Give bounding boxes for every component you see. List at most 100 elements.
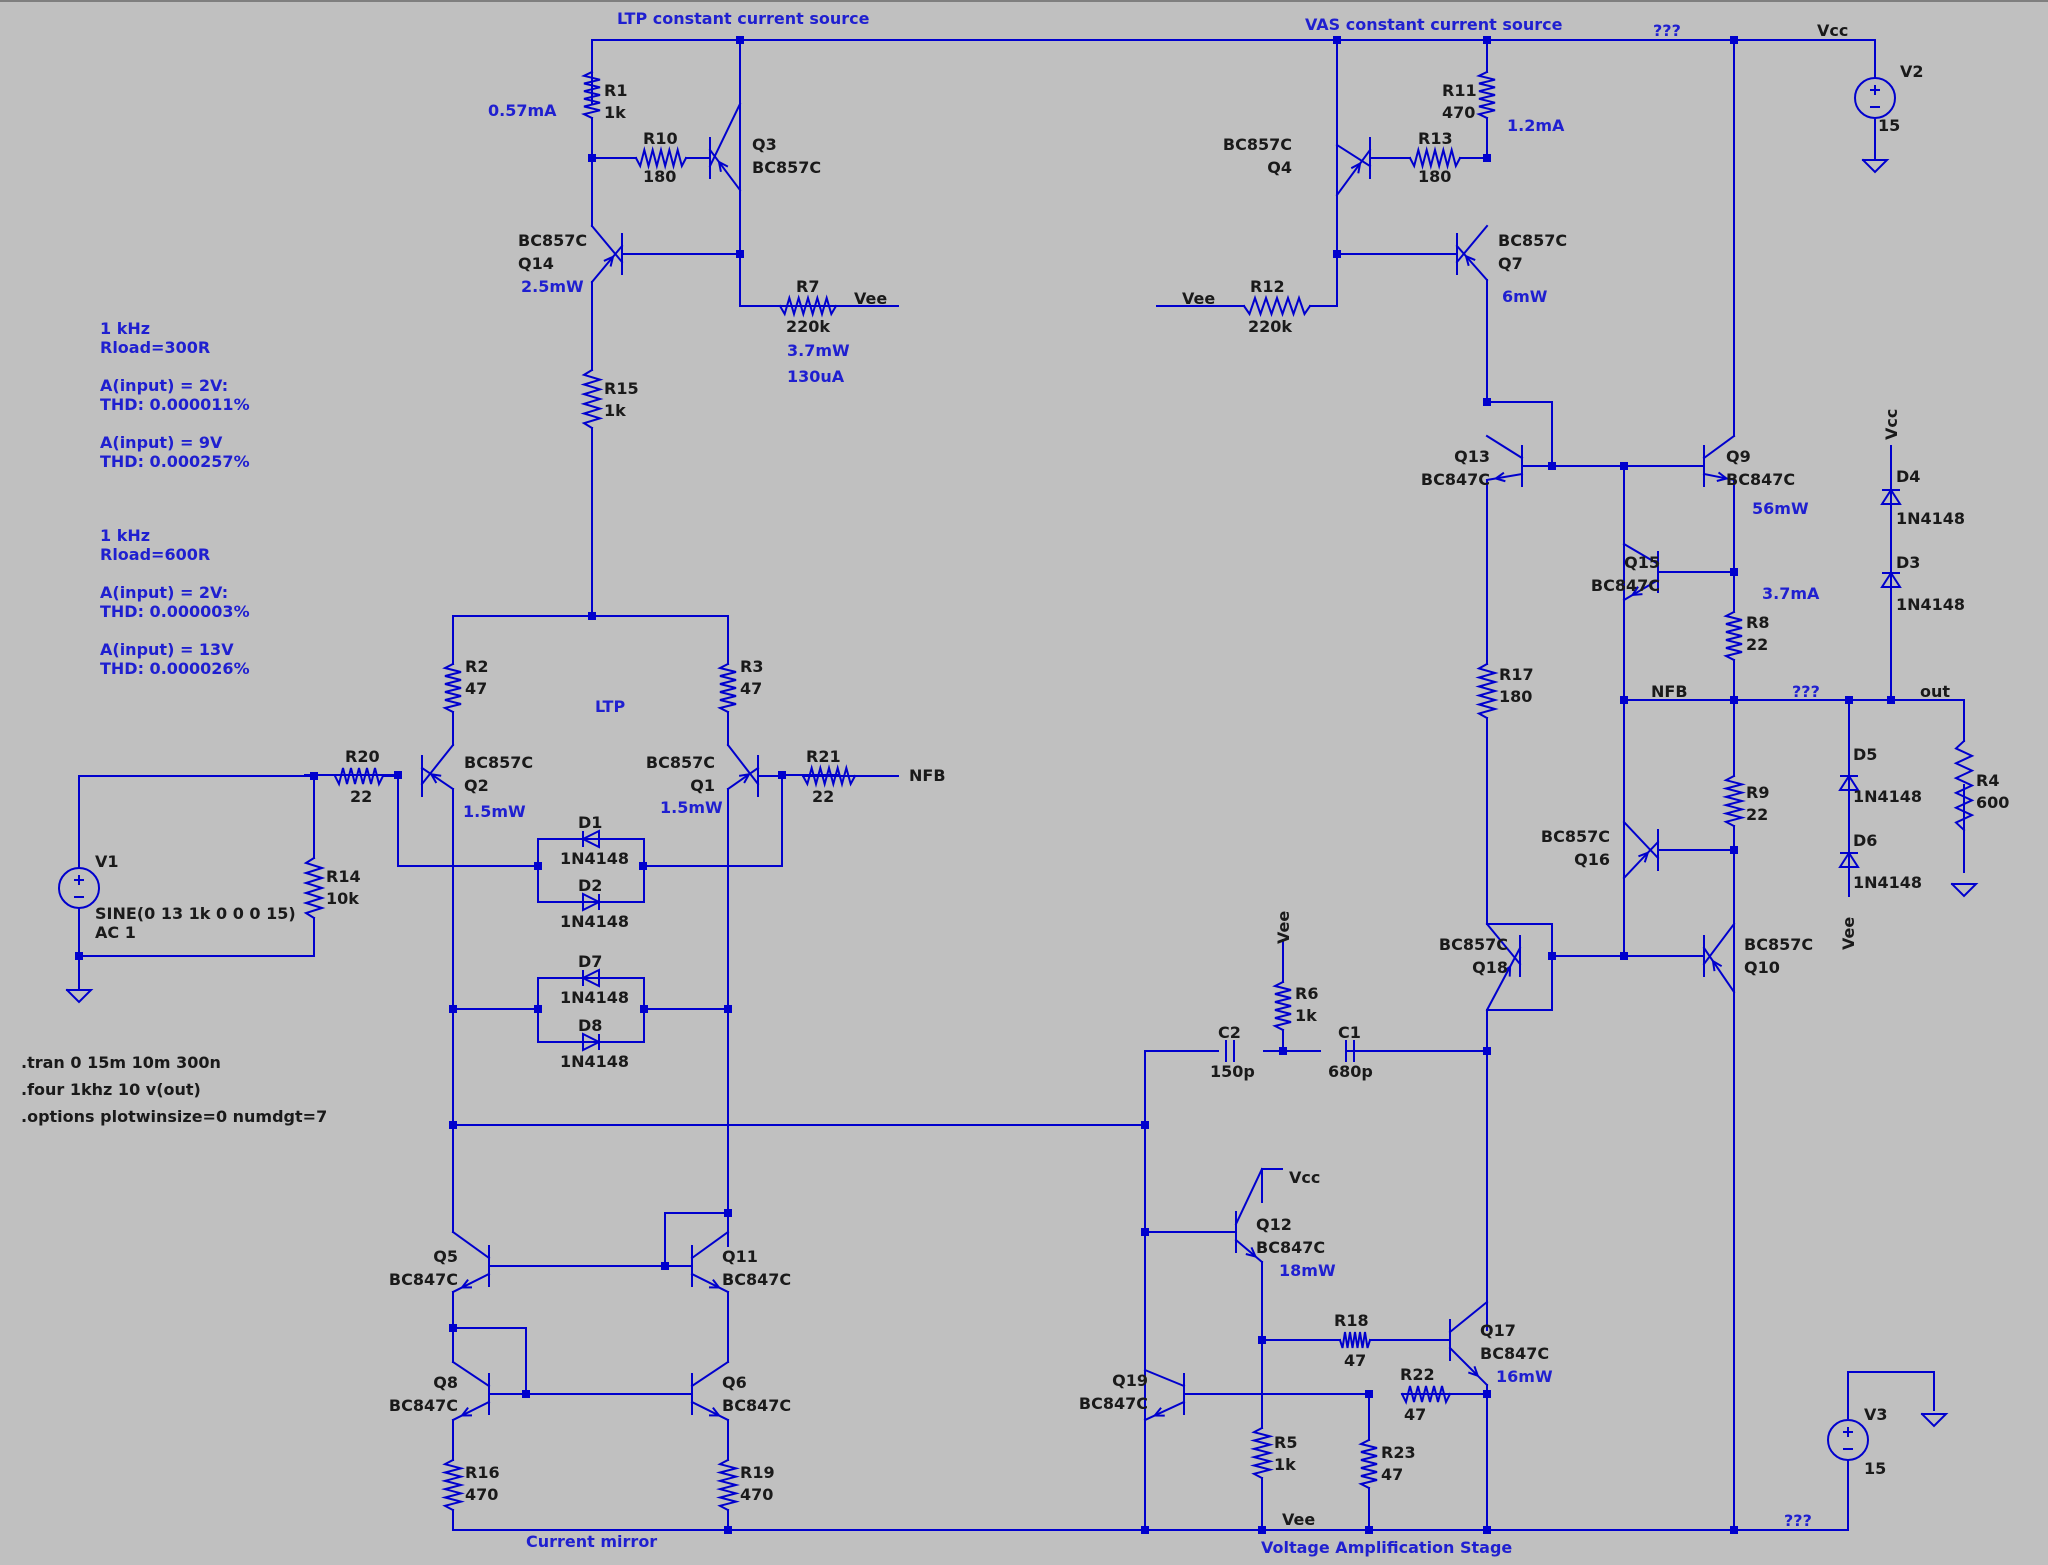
annotation-r7-current: 130uA xyxy=(787,367,845,386)
wire xyxy=(590,244,624,284)
diode-d4 xyxy=(1880,465,1902,529)
resistor-r7-value: 220k xyxy=(786,317,830,336)
voltage-source-v3-ref: V3 xyxy=(1864,1405,1888,1424)
resistor-r2 xyxy=(442,662,462,714)
voltage-source-v1-ac: AC 1 xyxy=(95,923,136,942)
wire xyxy=(420,743,455,786)
resistor-r18 xyxy=(1338,1331,1372,1349)
net-label-vee-r12: Vee xyxy=(1182,289,1215,308)
wire xyxy=(690,1360,730,1388)
net-label-nfb-input: NFB xyxy=(909,766,946,785)
ground-symbol xyxy=(1920,1412,1949,1428)
transistor-q13-ref: Q13 xyxy=(1454,447,1490,466)
resistor-r5-value: 1k xyxy=(1274,1455,1296,1474)
voltage-source-v1 xyxy=(58,867,100,909)
wire xyxy=(420,766,455,791)
diode-d6 xyxy=(1838,839,1860,881)
resistor-r16-value: 470 xyxy=(465,1485,498,1504)
junction-dot xyxy=(1258,1336,1266,1344)
junction-dot xyxy=(310,772,318,780)
labels: R11kR10180R7220kR151kR11470R13180R12220k… xyxy=(21,9,2009,1557)
resistor-r16 xyxy=(441,1458,465,1512)
transistor-q15 xyxy=(1622,542,1660,602)
wire xyxy=(451,1400,491,1422)
transistor-q3-arrow xyxy=(717,160,729,173)
transistor-q6 xyxy=(690,1360,730,1422)
resistor-r4 xyxy=(1953,739,1975,832)
junction-dot xyxy=(588,154,596,162)
wire xyxy=(1338,1331,1372,1349)
transistor-q2-model: BC857C xyxy=(464,753,533,772)
transistor-q14-ref: Q14 xyxy=(518,254,554,273)
transistor-q17-arrow xyxy=(1467,1365,1480,1378)
transistor-q12-ref: Q12 xyxy=(1256,1215,1292,1234)
diode-d2-model: 1N4148 xyxy=(560,912,629,931)
transistor-q1-arrow xyxy=(738,772,751,784)
diode-d5-model: 1N4148 xyxy=(1853,787,1922,806)
wire xyxy=(1400,1385,1452,1405)
wire xyxy=(1143,1400,1186,1422)
resistor-r21-value: 22 xyxy=(812,787,834,806)
voltage-source-v1-body xyxy=(58,867,100,909)
resistor-r17-value: 180 xyxy=(1499,687,1532,706)
wire xyxy=(451,1230,491,1260)
resistor-r19 xyxy=(716,1458,740,1512)
section-title-ltp: LTP xyxy=(595,697,625,716)
transistor-q19 xyxy=(1143,1368,1186,1422)
resistor-r22-ref: R22 xyxy=(1400,1365,1435,1384)
resistor-r15 xyxy=(580,368,604,430)
note-block1-line: A(input) = 2V: xyxy=(100,376,228,395)
junction-dot xyxy=(1887,696,1895,704)
wire xyxy=(302,856,326,920)
voltage-source-v2-ref: V2 xyxy=(1900,62,1924,81)
transistor-q5-arrow xyxy=(459,1278,473,1289)
note-block2-line: THD: 0.000026% xyxy=(100,659,250,678)
wire xyxy=(1920,1412,1949,1428)
transistor-q1 xyxy=(726,743,783,797)
junction-dot xyxy=(1730,846,1738,854)
resistor-r7 xyxy=(778,294,838,318)
voltage-source-v2-polarity xyxy=(1870,85,1880,108)
diode-d4-ref: D4 xyxy=(1896,467,1920,486)
note-block2-line: THD: 0.000003% xyxy=(100,602,250,621)
junction-dot xyxy=(534,862,542,870)
wire xyxy=(717,662,737,714)
wire xyxy=(1622,840,1660,880)
junction-dot xyxy=(1483,398,1491,406)
net-label-unknown-mid: ??? xyxy=(1792,682,1820,701)
transistor-q13 xyxy=(1485,434,1553,487)
wire xyxy=(1622,542,1660,566)
transistor-q2-arrow xyxy=(429,773,442,784)
resistor-r19-ref: R19 xyxy=(740,1463,775,1482)
transistor-q8-model: BC847C xyxy=(389,1396,458,1415)
components xyxy=(58,70,1979,1512)
wire xyxy=(1702,946,1736,994)
resistor-r8 xyxy=(1723,610,1743,662)
junction-dot xyxy=(1483,154,1491,162)
transistor-q14-model: BC857C xyxy=(518,231,587,250)
resistor-r12 xyxy=(1242,294,1312,318)
junction-dot xyxy=(724,1209,732,1217)
annotation-q9-power: 56mW xyxy=(1752,499,1809,518)
transistor-q14-arrow xyxy=(603,255,615,267)
spice-directive: .four 1khz 10 v(out) xyxy=(21,1080,201,1099)
transistor-q5 xyxy=(451,1230,491,1294)
junction-dot xyxy=(724,1005,732,1013)
capacitor-c2-ref: C2 xyxy=(1218,1023,1241,1042)
junction-dot xyxy=(1333,36,1341,44)
wire xyxy=(708,148,742,192)
transistor-q8-arrow xyxy=(459,1406,473,1417)
resistor-r10 xyxy=(634,146,688,170)
note-block2-line: A(input) = 2V: xyxy=(100,583,228,602)
section-title-vas-source: VAS constant current source xyxy=(1305,15,1563,34)
wire xyxy=(801,764,857,788)
transistor-q12-arrow xyxy=(1245,1246,1258,1258)
wire xyxy=(1242,294,1312,318)
transistor-q12-model: BC847C xyxy=(1256,1238,1325,1257)
transistor-q3-ref: Q3 xyxy=(752,135,777,154)
resistor-r20-ref: R20 xyxy=(345,747,380,766)
resistor-r5 xyxy=(1250,1426,1274,1480)
transistor-q9 xyxy=(1623,434,1736,487)
voltage-source-v2-body xyxy=(1854,77,1896,119)
